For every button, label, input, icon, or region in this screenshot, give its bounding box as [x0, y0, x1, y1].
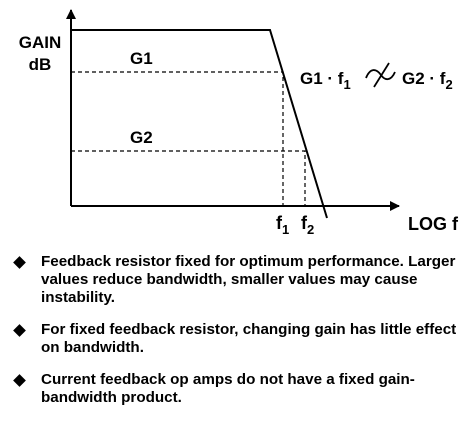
g2-dashed-guide	[71, 150, 306, 206]
bullet-item: Feedback resistor fixed for optimum perf…	[11, 253, 461, 307]
f1-label: f1	[276, 213, 289, 237]
diamond-bullet-icon	[13, 324, 26, 337]
open-loop-response-curve	[71, 29, 328, 219]
diamond-bullet-icon	[13, 256, 26, 269]
f2-label: f2	[301, 213, 314, 237]
x-axis-label: LOG f	[408, 214, 459, 234]
y-axis-label-gain: GAIN	[19, 33, 62, 52]
y-axis-label-db: dB	[29, 55, 52, 74]
bullet-text: For fixed feedback resistor, changing ga…	[41, 321, 457, 356]
diamond-bullet-icon	[13, 374, 26, 387]
g2-label: G2	[130, 128, 153, 147]
bullet-text: Current feedback op amps do not have a f…	[41, 371, 415, 406]
bullet-item: For fixed feedback resistor, changing ga…	[11, 321, 461, 357]
equation-right: G2 · f2	[402, 69, 453, 92]
g1-dashed-guide	[71, 71, 284, 206]
gain-bandwidth-diagram: GAIN dB G1 G2 f1 f2 LOG f G1 · f1 G2 · f…	[19, 9, 459, 237]
equation-left: G1 · f1	[300, 69, 351, 92]
bullet-text: Feedback resistor fixed for optimum perf…	[41, 253, 456, 306]
bullet-list: Feedback resistor fixed for optimum perf…	[11, 253, 461, 421]
bullet-item: Current feedback op amps do not have a f…	[11, 371, 461, 407]
g1-label: G1	[130, 49, 153, 68]
not-proportional-icon	[365, 62, 396, 88]
